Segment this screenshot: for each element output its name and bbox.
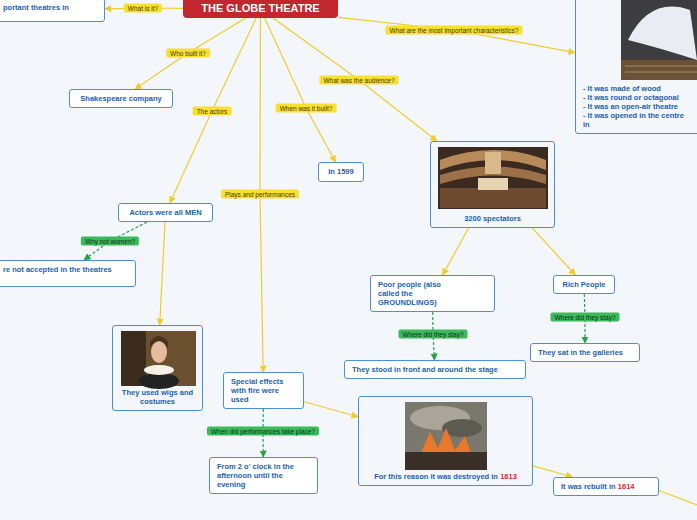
fire-picture	[405, 402, 487, 470]
topic-box: portant theatres in	[0, 0, 105, 22]
year-text: 1614	[618, 482, 635, 491]
topic-box: They stood in front and around the stage	[344, 360, 526, 379]
branch-connector	[338, 17, 575, 52]
galleries	[621, 60, 697, 80]
branch-connector	[170, 18, 256, 203]
branch-connector	[160, 222, 165, 325]
branch-connector	[533, 466, 572, 477]
topic-box: Rich People	[553, 275, 615, 294]
white-roof	[628, 7, 697, 60]
node-text: Shakespeare company	[77, 94, 165, 103]
ruff-collar	[144, 365, 174, 375]
node-text: Special effects with fire were used	[231, 377, 296, 404]
node-text: 3200 spectators	[438, 214, 547, 223]
topic-box: They used wigs and costumes	[112, 325, 203, 411]
wig	[150, 336, 168, 348]
node-text: In 1599	[326, 167, 356, 176]
year-text: 1613	[500, 472, 517, 481]
branch-connector	[304, 402, 358, 417]
face	[151, 341, 167, 363]
gallery-rails	[625, 66, 697, 72]
branch-label: What was the audience?	[319, 76, 398, 85]
topic-box: It was rebuilt in1614	[553, 477, 659, 496]
topic-box: For this reason it was destroyed in1613	[358, 396, 533, 486]
topic-box: Poor people (also called the GROUNDLINGS…	[370, 275, 495, 312]
globe-picture	[621, 0, 697, 80]
picture-ground	[438, 147, 548, 209]
branch-connector	[273, 18, 437, 141]
node-text: THE GLOBE THEATRE	[189, 2, 332, 15]
branch-line	[655, 489, 697, 505]
crowd	[440, 188, 546, 208]
node-text: portant theatres in	[3, 3, 97, 12]
branch-connector	[265, 18, 336, 162]
branch-label: Where did they stay?	[550, 313, 619, 322]
branch-connector	[443, 228, 469, 275]
costume	[139, 373, 179, 389]
topic-box: re not accepted in the theatres	[0, 260, 136, 287]
stage	[478, 178, 508, 190]
topic-box: From 2 o' clock in the afternoon until t…	[209, 457, 318, 494]
node-text: Poor people (also called the GROUNDLINGS…	[378, 280, 449, 307]
buildings	[405, 452, 487, 470]
node-text: Actors were all MEN	[126, 208, 205, 217]
topic-box: In 1599	[318, 162, 364, 182]
actor-picture	[121, 331, 196, 389]
picture-ground	[621, 0, 697, 80]
topic-box: Special effects with fire were used	[223, 372, 304, 409]
node-text: It was rebuilt in	[561, 482, 616, 491]
branch-connector	[532, 228, 575, 275]
branch-label: The actors	[193, 107, 232, 116]
node-text: Rich People	[561, 280, 607, 289]
node-text: - It was opened in the centre in	[583, 111, 688, 129]
node-text: They sat in the galleries	[538, 348, 632, 357]
branch-label: What is it?	[124, 4, 162, 13]
picture-ground	[405, 402, 487, 470]
node-text: - It was made of wood	[583, 84, 688, 93]
flames	[420, 428, 472, 456]
branch-label: Who built it?	[166, 49, 210, 58]
branch-label: When did performances take place?	[207, 427, 319, 436]
node-text: re not accepted in the theatres	[3, 265, 128, 274]
node-text: For this reason it was destroyed in	[374, 472, 498, 481]
topic-box: They sat in the galleries	[530, 343, 640, 362]
branch-label: What are the most important characterist…	[386, 26, 523, 35]
branch-label: Where did they stay?	[398, 330, 467, 339]
node-text: - It was round or octagonal	[583, 93, 688, 102]
topic-box: 3200 spectators	[430, 141, 555, 228]
branch-connector	[135, 18, 246, 89]
node-text: - It was an open-air theatre	[583, 102, 688, 111]
topic-box: - It was made of wood- It was round or o…	[575, 0, 697, 134]
node-text: They used wigs and costumes	[120, 388, 195, 406]
branch-label: Why not women?	[81, 237, 139, 246]
branch-label: When was it built?	[276, 104, 337, 113]
title-box: THE GLOBE THEATRE	[183, 0, 338, 18]
node-text: They stood in front and around the stage	[352, 365, 518, 374]
theatre-picture	[438, 147, 548, 209]
node-text: From 2 o' clock in the afternoon until t…	[217, 462, 310, 489]
topic-box: Actors were all MEN	[118, 203, 213, 222]
topic-box: Shakespeare company	[69, 89, 173, 108]
stage-house	[485, 152, 501, 174]
branch-label: Plays and performances	[221, 190, 299, 199]
